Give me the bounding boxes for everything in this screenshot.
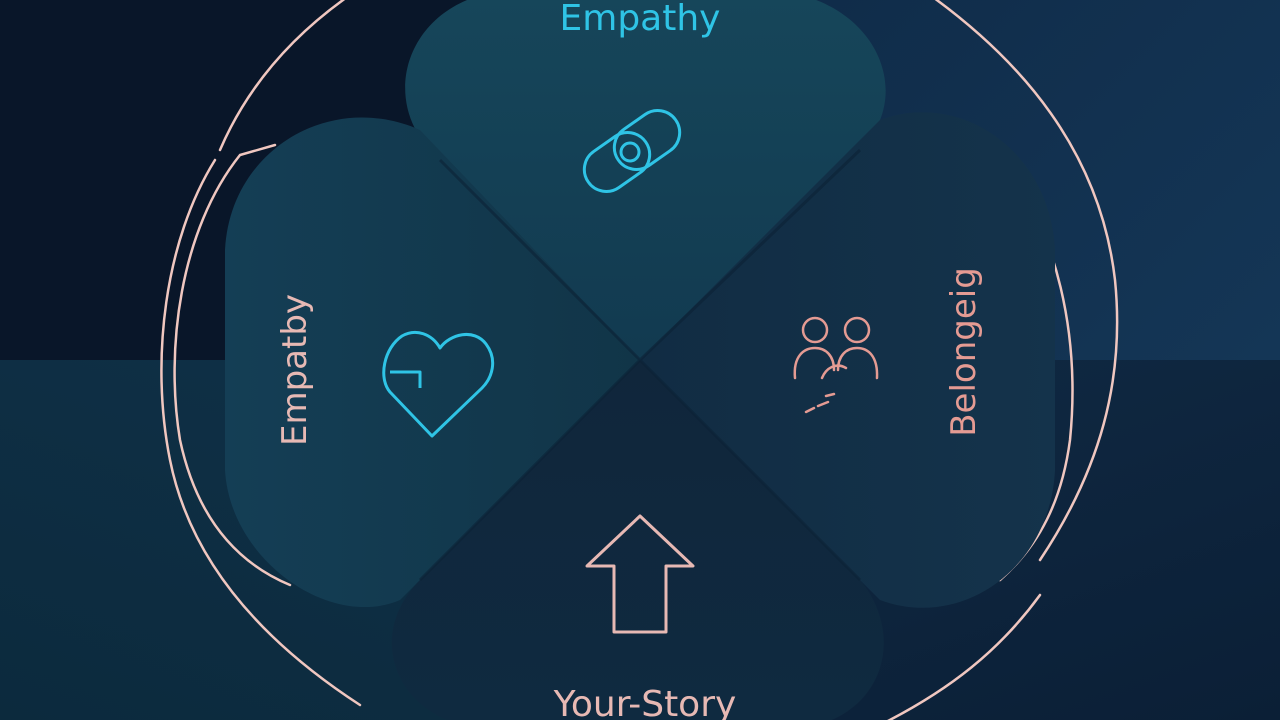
outer-ring bbox=[160, 0, 1119, 720]
outer-ring-arc-top-right bbox=[934, 0, 1119, 562]
chain-link-icon bbox=[582, 109, 682, 193]
petal-left-label: Empatby bbox=[275, 294, 315, 446]
petal-bottom[interactable] bbox=[391, 360, 884, 720]
up-arrow-icon bbox=[585, 514, 695, 634]
petal-top[interactable] bbox=[405, 0, 886, 360]
outer-ring-arc-top bbox=[218, 0, 346, 152]
petal-right-label: Belongeig bbox=[944, 267, 984, 437]
petal-bottom-label: Your-Story bbox=[553, 684, 737, 720]
petal-top-label: Empathy bbox=[560, 0, 721, 39]
people-group-icon bbox=[793, 316, 879, 414]
heart-icon bbox=[382, 331, 495, 438]
petal-left[interactable] bbox=[225, 117, 640, 608]
outer-ring-arc-left-outer bbox=[160, 158, 362, 707]
petal-right[interactable] bbox=[640, 112, 1055, 608]
petal-dividers bbox=[418, 148, 862, 582]
outer-ring-arc-bottom-right bbox=[886, 593, 1042, 720]
outer-ring-arc-left bbox=[173, 143, 292, 587]
